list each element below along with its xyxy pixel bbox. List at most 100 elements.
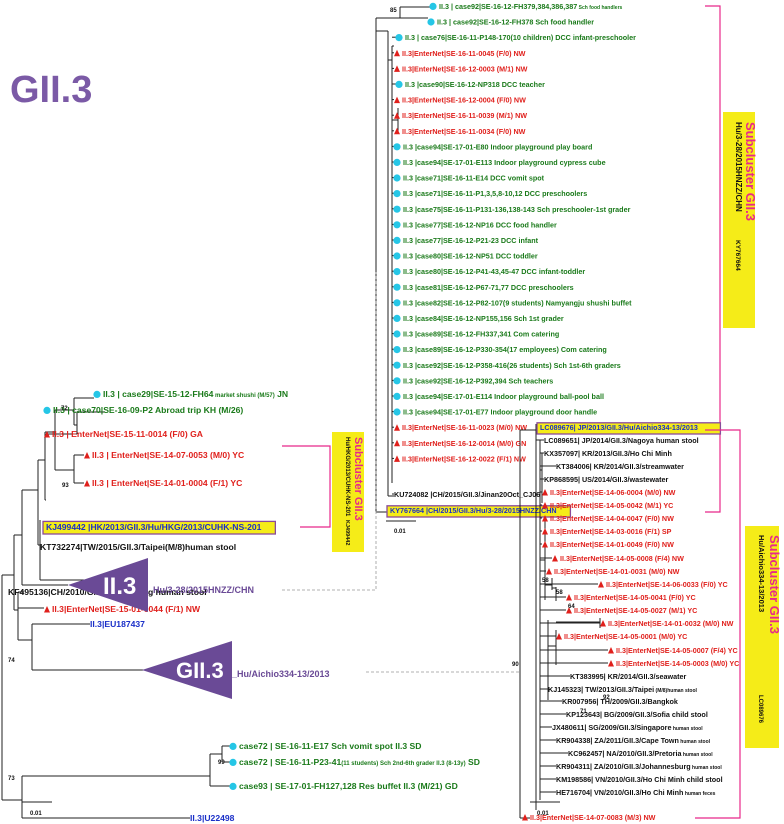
tree-tip: KP123643| BG/2009/GII.3/Sofia child stoo… bbox=[566, 710, 708, 719]
svg-text:0.01: 0.01 bbox=[30, 811, 42, 817]
tip-label: II.3 |case92|SE-16-12-P358-416(26 studen… bbox=[403, 361, 621, 370]
tip-label-text: II.3|EnterNet|SE-16-11-0034 (F/0) NW bbox=[402, 127, 526, 136]
tip-label: case72 | SE-16-11-P23-41(11 students) Sc… bbox=[239, 757, 480, 767]
tip-label-text: II.3|EnterNet|SE-14-04-0047 (F/0) NW bbox=[550, 514, 674, 523]
scale-bar-left: 0.01 bbox=[22, 801, 52, 817]
tip-label: II.3|EnterNet|SE-16-11-0023 (M/0) NW bbox=[402, 423, 527, 432]
tip-label: II.3 |case84|SE-16-12-NP155,156 Sch 1st … bbox=[403, 314, 564, 323]
collapsed-hu3-label: II.3 bbox=[103, 573, 136, 600]
tip-label: KP868595| US/2014/GII.3/wastewater bbox=[544, 475, 668, 484]
subcluster-aichio-strain: Hu/Aichio334-13/2013 bbox=[757, 535, 766, 612]
tip-label: KT732274|TW/2015/GII.3/Taipei(M/8)human … bbox=[40, 542, 236, 552]
tip-label: II.3 |case92|SE-16-12-P392,394 Sch teach… bbox=[403, 376, 553, 385]
bootstrap-58b: 58 bbox=[556, 590, 563, 596]
bootstrap-72: 72 bbox=[61, 406, 68, 412]
tip-label: II.3 | EnterNet|SE-14-01-0004 (F/1) YC bbox=[92, 478, 242, 488]
tip-label: KJ499442 |HK/2013/GII.3/Hu/HKG/2013/CUHK… bbox=[46, 522, 262, 532]
cyan-dot-icon bbox=[393, 408, 401, 416]
red-triangle-icon bbox=[552, 555, 558, 562]
subcluster-hu3-acc: KY767664 bbox=[734, 240, 741, 271]
tip-label: II.3 | EnterNet|SE-14-07-0053 (M/0) YC bbox=[92, 450, 244, 460]
tip-label-text: LC089676| JP/2013/GII.3/Hu/Aichio334-13/… bbox=[540, 423, 698, 432]
tip-label-text: II.3 | case92|SE-16-12-FH379,384,386,387 bbox=[439, 2, 577, 11]
red-triangle-icon bbox=[394, 424, 400, 431]
subcluster-hkg-box bbox=[332, 432, 364, 552]
tip-label-text: II.3|EnterNet|SE-16-11-0045 (F/0) NW bbox=[402, 49, 526, 58]
subcluster-hu3-strain: Hu/3-28/2015HNZZ/CHN bbox=[734, 122, 743, 212]
tip-label-text: KP123643| BG/2009/GII.3/Sofia child stoo… bbox=[566, 710, 708, 719]
tip-label: II.3|EnterNet|SE-14-06-0004 (M/0) NW bbox=[550, 488, 676, 497]
cyan-dot-icon bbox=[393, 205, 401, 213]
subcluster-hkg-bracket: Subcluster GII.3 Hu/HKG/2013/CUHK-NS-201… bbox=[282, 432, 364, 552]
tree-tip: KJ145323| TW/2013/GII.3/Taipei (M/8)huma… bbox=[548, 685, 698, 694]
tip-label: II.3 |case94|SE-17-01-E77 Indoor playgro… bbox=[403, 408, 597, 417]
cyan-dot-icon bbox=[427, 18, 435, 26]
cyan-dot-icon bbox=[43, 406, 51, 414]
tip-label-text: II.3|EnterNet|SE-14-05-0008 (F/4) NW bbox=[560, 554, 684, 563]
tip-label-text: II.3|EnterNet|SE-16-11-0023 (M/0) NW bbox=[402, 423, 527, 432]
tip-label-text: II.3 | case76|SE-16-11-P148-170(10 child… bbox=[405, 33, 636, 42]
tree-tip: II.3|EnterNet|SE-14-04-0047 (F/0) NW bbox=[542, 514, 674, 523]
tip-label: II.3|EnterNet|SE-16-12-0022 (F/1) NW bbox=[402, 454, 526, 463]
collapsed-clade-aichio: GII.3 _Hu/Aichio334-13/2013 bbox=[142, 641, 330, 699]
tip-label-text: KM198586| VN/2010/GII.3/Ho Chi Minh chil… bbox=[556, 775, 723, 784]
tip-label-text: II.3|EnterNet|SE-14-01-0032 (M/0) NW bbox=[608, 619, 734, 628]
tree-tip: II.3 |case71|SE-16-11-P1,3,5,8-10,12 DCC… bbox=[393, 189, 587, 198]
tip-label: II.3 |case90|SE-16-12-NP318 DCC teacher bbox=[405, 80, 545, 89]
tip-label: KR007956| TH/2009/GII.3/Bangkok bbox=[562, 697, 678, 706]
tip-label: KR904338| ZA/2011/GII.3/Cape Town human … bbox=[556, 736, 711, 745]
tip-label: II.3|EnterNet|SE-14-05-0007 (F/4) YC bbox=[616, 646, 738, 655]
tip-label: II.3 | case76|SE-16-11-P148-170(10 child… bbox=[405, 33, 636, 42]
red-triangle-icon bbox=[44, 606, 50, 613]
red-triangle-icon bbox=[394, 49, 400, 57]
tree-tip: II.3|EnterNet|SE-14-05-0001 (M/0) YC bbox=[556, 632, 687, 641]
red-triangle-icon bbox=[608, 647, 614, 654]
tree-tip: II.3|EnterNet|SE-14-03-0016 (F/1) SP bbox=[542, 527, 672, 536]
red-triangle-icon bbox=[394, 455, 400, 462]
tip-label: II.3 | case92|SE-16-12-FH378 Sch food ha… bbox=[437, 18, 594, 27]
bottom-right-clade bbox=[519, 424, 601, 819]
tip-label-text: II.3|EnterNet|SE-16-11-0039 (M/1) NW bbox=[402, 111, 527, 120]
tip-label: II.3 |case71|SE-16-11-P1,3,5,8-10,12 DCC… bbox=[403, 189, 587, 198]
tip-label: II.3 | case70|SE-16-09-P2 Abroad trip KH… bbox=[53, 405, 243, 415]
tip-label-text: II.3|EnterNet|SE-16-12-0004 (F/0) NW bbox=[402, 96, 526, 105]
tip-label: II.3 |case94|SE-17-01-E80 Indoor playgro… bbox=[403, 142, 592, 151]
collapsed-clade-hu3: II.3 _Hu/3-28/2015HNZZ/CHN bbox=[68, 558, 254, 612]
tree-tip: II.3 | case92|SE-16-12-FH379,384,386,387… bbox=[429, 2, 623, 11]
tip-label-text: II.3 | EnterNet|SE-15-11-0014 (F/0) GA bbox=[52, 429, 203, 439]
tip-label: II.3|EnterNet|SE-15-01-0044 (F/1) NW bbox=[52, 604, 201, 614]
cyan-dot-icon bbox=[393, 314, 401, 322]
tree-tip: II.3|EU187437 bbox=[90, 619, 145, 629]
tree-tip: KM198586| VN/2010/GII.3/Ho Chi Minh chil… bbox=[556, 775, 723, 784]
bootstrap-93: 93 bbox=[62, 483, 69, 489]
highlight-box bbox=[536, 422, 722, 435]
tip-label: LC089651| JP/2014/GII.3/Nagoya human sto… bbox=[544, 436, 699, 445]
tip-label: II.3 |case71|SE-16-11-E14 DCC vomit spot bbox=[403, 174, 545, 183]
collapsed-aichio-label: GII.3 bbox=[176, 658, 224, 683]
tree-tip: II.3 |case84|SE-16-12-NP155,156 Sch 1st … bbox=[393, 314, 564, 323]
tip-label: II.3|EnterNet|SE-16-11-0039 (M/1) NW bbox=[402, 111, 527, 120]
tip-label-text: HE716704| VN/2010/GII.3/Ho Chi Minh bbox=[556, 788, 683, 797]
tree-tip: II.3 | case70|SE-16-09-P2 Abroad trip KH… bbox=[43, 405, 243, 415]
highlight-box bbox=[386, 505, 572, 518]
tree-tip: II.3 |case94|SE-17-01-E80 Indoor playgro… bbox=[393, 142, 592, 151]
tip-label-text: II.3|EnterNet|SE-14-01-0049 (F/0) NW bbox=[550, 540, 674, 549]
scale-bar-top-right: 0.01 bbox=[386, 520, 416, 535]
tip-label-text: II.3|EnterNet|SE-16-12-0003 (M/1) NW bbox=[402, 64, 528, 73]
tree-tip: II.3 | case92|SE-16-12-FH378 Sch food ha… bbox=[427, 18, 594, 27]
tip-label-text: II.3|U22498 bbox=[190, 813, 235, 823]
red-triangle-icon bbox=[394, 439, 400, 447]
subcluster-aichio-bracket: Subcluster GII.3 Hu/Aichio334-13/2013 LC… bbox=[695, 429, 782, 819]
tree-tip: KT384006| KR/2014/GII.3/streamwater bbox=[556, 462, 684, 471]
tree-tip: II.3|EnterNet|SE-16-11-0034 (F/0) NW bbox=[394, 127, 526, 136]
tip-label-text: KJ145323| TW/2013/GII.3/Taipei bbox=[548, 685, 654, 694]
cyan-dot-icon bbox=[393, 377, 401, 385]
cyan-dot-icon bbox=[393, 299, 401, 307]
tree-tip: II.3|EnterNet|SE-16-12-0022 (F/1) NW bbox=[394, 454, 526, 463]
red-triangle-icon bbox=[44, 431, 50, 438]
tip-label: II.3|EnterNet|SE-14-04-0047 (F/0) NW bbox=[550, 514, 674, 523]
tip-label: II.3|EnterNet|SE-16-11-0034 (F/0) NW bbox=[402, 127, 526, 136]
tree-tip: II.3 | EnterNet|SE-15-11-0014 (F/0) GA bbox=[44, 429, 203, 439]
tip-label: II.3|EnterNet|SE-16-12-0003 (M/1) NW bbox=[402, 64, 528, 73]
tree-tip: II.3 |case80|SE-16-12-NP51 DCC toddler bbox=[393, 252, 538, 261]
